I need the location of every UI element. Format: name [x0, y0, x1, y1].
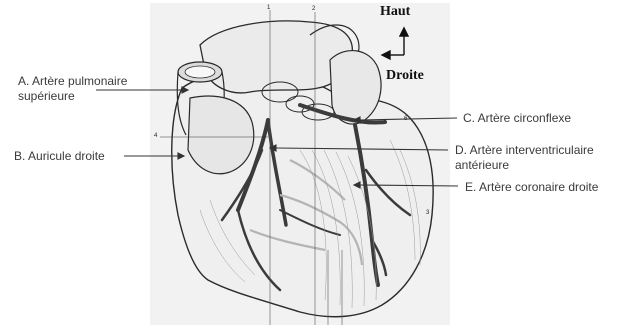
label-a-line1: A. Artère pulmonaire	[18, 74, 127, 88]
figure-number-1: 1	[267, 5, 270, 11]
label-b: B. Auricule droite	[14, 149, 105, 163]
superior-vessel-inner	[185, 66, 215, 78]
orientation-right: Droite	[386, 68, 424, 84]
label-e: E. Artère coronaire droite	[465, 180, 598, 194]
figure-number-2: 2	[312, 6, 315, 12]
right-auricle	[188, 96, 254, 174]
label-d-line1: D. Artère interventriculaire	[455, 143, 594, 157]
label-a-line2: supérieure	[18, 89, 75, 103]
orientation-up: Haut	[380, 4, 410, 20]
figure-number-3: 3	[426, 210, 429, 216]
figure-number-6: 6	[404, 116, 407, 122]
label-d-line2: antérieure	[455, 158, 509, 172]
label-c: C. Artère circonflexe	[463, 111, 571, 125]
figure-number-4: 4	[154, 133, 157, 139]
